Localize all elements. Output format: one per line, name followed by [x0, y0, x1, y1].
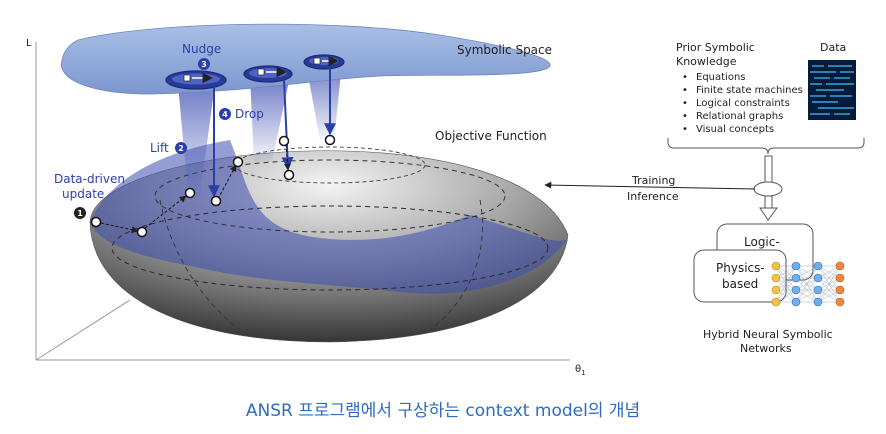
lift-label: Lift — [150, 141, 169, 155]
objective-function-surface — [89, 140, 569, 343]
drop-arrow-2 — [281, 79, 294, 170]
physics-box — [693, 249, 787, 303]
knowledge-list: • Equations • Finite state machines • Lo… — [682, 72, 803, 135]
data-driven-label-line1: Data-driven — [54, 172, 125, 186]
knowledge-bullet: • — [682, 98, 688, 109]
path-point — [136, 226, 148, 238]
knowledge-title-line2: Knowledge — [676, 55, 737, 68]
nn-hidden-layer-2 — [813, 261, 823, 307]
physics-label-line1: Physics- — [716, 261, 765, 275]
path-seg-2 — [144, 195, 187, 229]
data-driven-update: Data-driven update 1 — [54, 172, 125, 219]
knowledge-bullet: • — [682, 124, 688, 135]
contour-mid — [154, 159, 506, 233]
path-point — [210, 195, 222, 207]
drop-step-number: 4 — [222, 110, 228, 119]
nudge-square-1 — [183, 74, 191, 82]
path-point — [232, 156, 244, 168]
physics-label-line2: based — [722, 277, 758, 291]
nudge-ring-1-hole — [172, 73, 220, 85]
nn-output-layer — [835, 261, 845, 307]
knowledge-bullet: • — [682, 72, 688, 83]
nudge-step-badge — [198, 58, 210, 70]
knowledge-item: Relational graphs — [696, 111, 783, 122]
knowledge-item: Equations — [696, 72, 746, 83]
nudge-square-2 — [257, 68, 265, 76]
path-seg-4 — [284, 143, 292, 171]
nn-input-layer — [771, 261, 781, 307]
objective-function-label: Objective Function — [435, 129, 547, 143]
lift-label-group: Lift 2 — [150, 141, 187, 155]
nudge-ring-2-hole — [249, 68, 287, 78]
drop-step-badge — [219, 108, 231, 120]
meridian-right — [429, 199, 483, 331]
path-point — [184, 187, 196, 199]
hybrid-label-line1: Hybrid Neural Symbolic — [703, 328, 833, 341]
lift-beam-2 — [250, 76, 290, 162]
hybrid-label-line2: Networks — [740, 342, 792, 355]
path-point — [283, 169, 295, 181]
knowledge-item: Visual concepts — [696, 124, 774, 135]
nudge-rings: Nudge 3 — [165, 42, 345, 90]
drop-label: Drop — [235, 107, 264, 121]
contour-outer — [111, 205, 549, 291]
figure-caption: ANSR 프로그램에서 구상하는 context model의 개념 — [245, 401, 641, 421]
symbolic-overlay — [90, 140, 568, 294]
path-point — [90, 216, 102, 228]
pipe-arrowhead — [759, 207, 778, 221]
nudge-square-3 — [313, 57, 321, 65]
data-driven-label-line2: update — [62, 187, 104, 201]
training-inference-arrow — [544, 181, 756, 190]
neural-network-icon — [771, 261, 845, 307]
knowledge-item: Finite state machines — [696, 85, 803, 96]
optimization-path — [90, 134, 336, 238]
data-driven-step-number: 1 — [77, 209, 83, 218]
data-title: Data — [820, 41, 846, 54]
training-inference-link: Training Inference — [544, 174, 756, 203]
data-matrix-streaks — [810, 65, 854, 115]
pipe-joint — [753, 181, 783, 197]
inference-label: Inference — [627, 190, 679, 203]
data-driven-step-badge — [74, 207, 86, 219]
path-seg-3 — [217, 164, 237, 200]
knowledge-bullet: • — [682, 111, 688, 122]
hybrid-network: Logic- Physics- based — [693, 223, 845, 355]
lift-step-badge — [175, 142, 187, 154]
symbolic-space-label: Symbolic Space — [457, 43, 552, 57]
nudge-step-number: 3 — [201, 60, 207, 69]
prior-knowledge-block: Prior Symbolic Knowledge Data • Equation… — [667, 41, 865, 155]
pipe-upper — [764, 155, 773, 187]
lift-beam-1 — [178, 84, 215, 195]
knowledge-bracket — [667, 138, 865, 155]
knowledge-title-line1: Prior Symbolic — [676, 41, 755, 54]
training-label: Training — [631, 174, 675, 187]
logic-label: Logic- — [744, 235, 780, 249]
meridian-left — [159, 199, 241, 331]
data-matrix-image — [808, 60, 856, 120]
axis-theta-label: θ1 — [575, 364, 586, 377]
nudge-label: Nudge — [182, 42, 221, 56]
knowledge-item: Logical constraints — [696, 98, 790, 109]
nn-hidden-layer-1 — [791, 261, 801, 307]
drop-arrows: 4 Drop — [208, 68, 336, 198]
knowledge-pipe — [753, 155, 783, 221]
path-seg-1 — [95, 221, 139, 234]
path-point — [278, 135, 290, 147]
axis-l-label: L — [26, 38, 32, 49]
lift-beam-3 — [306, 64, 342, 140]
lift-beams — [178, 64, 342, 195]
depth-axis — [35, 299, 131, 361]
lift-step-number: 2 — [178, 144, 184, 153]
axes: L θ1 — [26, 38, 586, 377]
knowledge-bullet: • — [682, 85, 688, 96]
path-point — [324, 134, 336, 146]
